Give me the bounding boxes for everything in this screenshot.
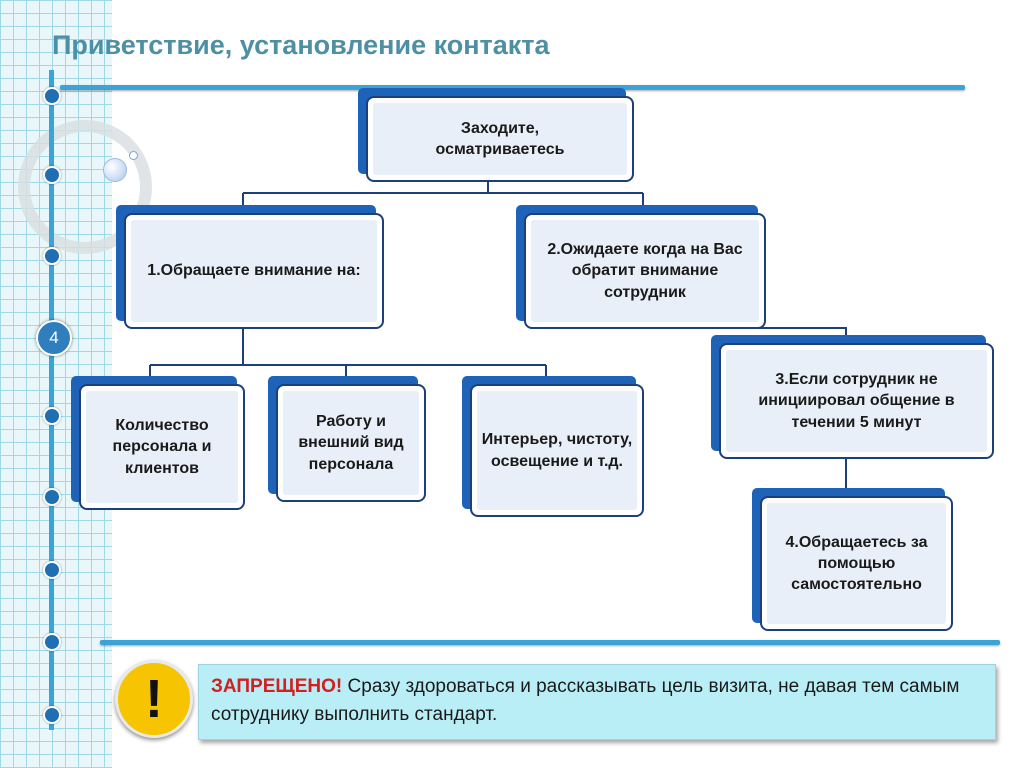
connector-step2: [643, 327, 847, 335]
warning-text: Сразу здороваться и рассказывать цель ви…: [211, 676, 960, 725]
timeline-dot: [43, 247, 61, 265]
node-step3-label: 3.Если сотрудник не инициировал общение …: [758, 371, 955, 431]
connector-root: [242, 180, 644, 205]
timeline-dot: [43, 166, 61, 184]
node-sub1: Количество персонала и клиентов: [71, 376, 245, 510]
node-step3: 3.Если сотрудник не инициировал общение …: [711, 335, 994, 459]
node-step2: 2.Ожидаете когда на Вас обратит внимание…: [516, 205, 766, 329]
connector-step1: [149, 328, 547, 376]
timeline-dot: [43, 561, 61, 579]
node-root-label: Заходите, осматриваетесь: [435, 119, 565, 158]
node-step4-label: 4.Обращаетесь за помощью самостоятельно: [785, 533, 928, 594]
timeline-line: [49, 70, 54, 730]
node-step2-label: 2.Ожидаете когда на Вас обратит внимание…: [547, 241, 743, 301]
timeline-dot: [43, 488, 61, 506]
node-sub2-label: Работу и внешний вид персонала: [298, 413, 404, 473]
decorative-bubble: [103, 158, 127, 182]
exclamation-icon: !: [115, 660, 193, 738]
timeline-dot: [43, 87, 61, 105]
node-sub2: Работу и внешний вид персонала: [268, 376, 426, 502]
node-sub3-label: Интерьер, чистоту, освещение и т.д.: [481, 431, 633, 470]
timeline-dot: [43, 407, 61, 425]
node-root: Заходите, осматриваетесь: [358, 88, 634, 182]
node-step1-label: 1.Обращаете внимание на:: [147, 262, 361, 280]
decorative-bubble-small: [129, 151, 138, 160]
node-step4: 4.Обращаетесь за помощью самостоятельно: [752, 488, 953, 631]
node-sub3: Интерьер, чистоту, освещение и т.д.: [462, 376, 644, 517]
node-step1: 1.Обращаете внимание на:: [116, 205, 384, 329]
title-divider: [60, 85, 965, 90]
slide-title: Приветствие, установление контакта: [52, 30, 550, 60]
warning-label: ЗАПРЕЩЕНО!: [211, 676, 343, 697]
warning-callout: ЗАПРЕЩЕНО! Сразу здороваться и рассказыв…: [198, 664, 996, 740]
node-sub1-label: Количество персонала и клиентов: [112, 417, 212, 477]
timeline-dot: [43, 633, 61, 651]
bottom-divider: [100, 640, 1000, 645]
timeline-dot: [43, 706, 61, 724]
page-number-badge: 4: [36, 320, 72, 356]
